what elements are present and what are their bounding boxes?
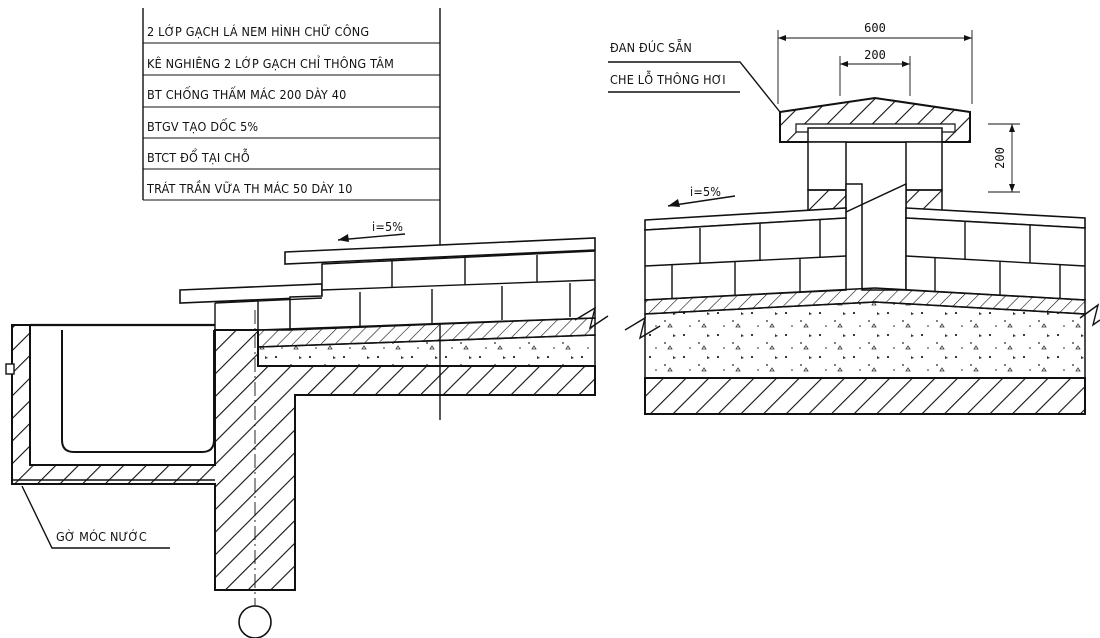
precast-vent-cover [779,96,971,143]
layer-label-6: TRÁT TRẦN VỮA TH MÁC 50 DÀY 10 [146,180,353,196]
vent-cover-callout: ĐAN ĐÚC SẴN CHE LỖ THÔNG HƠI [608,39,781,113]
break-lines [574,303,1100,340]
rc-slab-right [644,377,1086,415]
dim-600-label: 600 [864,21,886,35]
slope-label-left: i=5% [372,219,403,234]
dim-200-side-label: 200 [993,147,1007,169]
layer-label-3: BT CHỐNG THẤM MÁC 200 DÀY 40 [147,86,346,102]
layer-label-list: 2 LỚP GẠCH LÁ NEM HÌNH CHỮ CÔNG KÊ NGHIÊ… [142,8,441,420]
dimension-600: 600 [777,21,973,104]
slope-arrow-right: i=5% [667,184,736,207]
gutter-callout: GỜ MÓC NƯỚC [21,485,170,549]
layer-label-5: BTCT ĐỔ TẠI CHỖ [147,148,250,165]
dimension-200-side: 200 [988,123,1020,193]
grid-axis-left [238,310,272,638]
slope-label-right: i=5% [690,184,721,199]
slope-concrete-right [644,301,1086,379]
slope-arrow-left: i=5% [337,219,406,242]
gutter-label: GỜ MÓC NƯỚC [56,529,147,544]
left-section: 2 LỚP GẠCH LÁ NEM HÌNH CHỮ CÔNG KÊ NGHIÊ… [5,8,596,638]
right-section: ĐAN ĐÚC SẴN CHE LỖ THÔNG HƠI 600 200 [574,21,1100,415]
rc-slab-left [5,323,596,591]
grid-axis-marker [238,605,272,638]
brick-courses-right [644,217,1086,301]
vent-label-line2: CHE LỖ THÔNG HƠI [610,70,726,87]
layer-label-1: 2 LỚP GẠCH LÁ NEM HÌNH CHỮ CÔNG [147,24,369,39]
layer-label-2: KÊ NGHIÊNG 2 LỚP GẠCH CHỈ THÔNG TÂM [147,55,394,71]
vent-label-line1: ĐAN ĐÚC SẴN [610,39,692,55]
vent-pipe [807,141,943,291]
dim-200-inner-label: 200 [864,48,886,62]
layer-label-4: BTGV TẠO DỐC 5% [147,118,258,134]
dimension-200-inner: 200 [839,48,911,96]
